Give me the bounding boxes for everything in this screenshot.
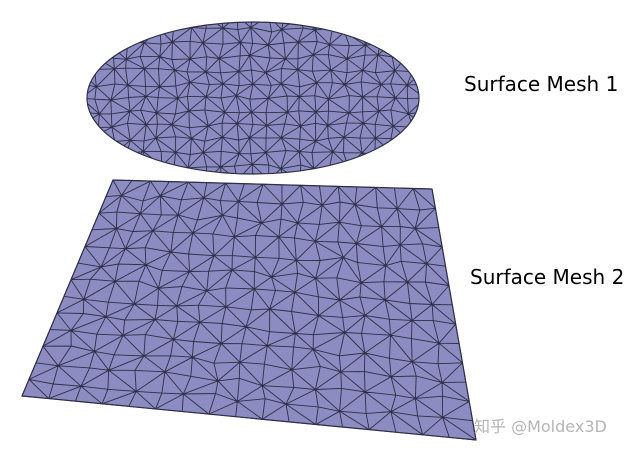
surface-mesh-1-boundary: [86, 21, 420, 175]
surface-mesh-2-boundary: [21, 179, 477, 441]
surface-mesh-1-face: [87, 22, 419, 174]
surface-mesh-2-face: [22, 180, 476, 440]
surface-mesh-1: [86, 21, 420, 175]
surface-mesh-1-label: Surface Mesh 1: [464, 72, 619, 96]
watermark: 知乎 @Moldex3D: [474, 417, 607, 436]
surface-mesh-2: [21, 179, 477, 441]
surface-mesh-2-label: Surface Mesh 2: [470, 265, 625, 289]
